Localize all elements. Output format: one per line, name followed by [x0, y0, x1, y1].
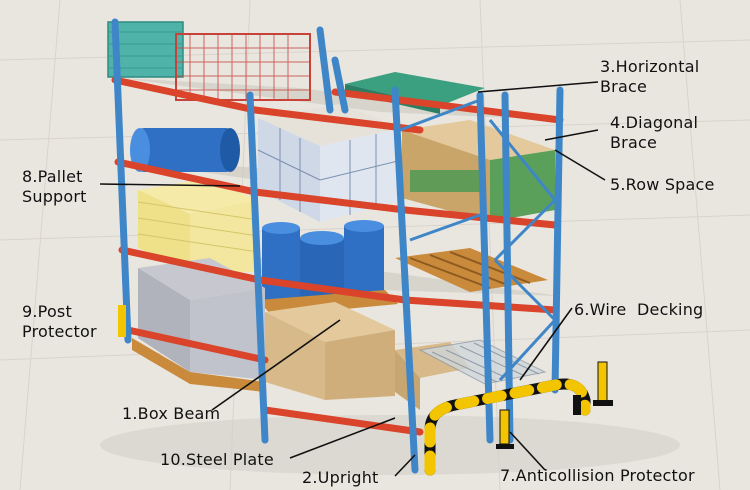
label-pallet-support-line2: Support	[22, 187, 87, 206]
label-diagonal-brace: 4.Diagonal Brace	[610, 113, 698, 153]
label-horizontal-brace-line2: Brace	[600, 77, 647, 96]
label-horizontal-brace: 3.Horizontal Brace	[600, 57, 699, 97]
label-diagonal-brace-line2: Brace	[610, 133, 657, 152]
label-horizontal-brace-line1: 3.Horizontal	[600, 57, 700, 76]
label-steel-plate: 10.Steel Plate	[160, 450, 274, 470]
label-upright: 2.Upright	[302, 468, 379, 488]
label-row-space: 5.Row Space	[610, 175, 715, 195]
label-anticollision-protector: 7.Anticollision Protector	[500, 466, 695, 486]
label-pallet-support: 8.Pallet Support	[22, 167, 87, 207]
uprights	[111, 18, 564, 474]
label-box-beam: 1.Box Beam	[122, 404, 220, 424]
label-box-beam-text: 1.Box Beam	[122, 404, 221, 423]
leader-lines	[99, 81, 606, 477]
label-row-space-text: 5.Row Space	[610, 175, 715, 194]
teal-cage	[107, 21, 184, 78]
label-wire-decking-text: 6.Wire Decking	[574, 300, 704, 319]
wire-cage	[175, 33, 311, 101]
drum-group	[258, 220, 398, 316]
label-post-protector-line2: Protector	[22, 322, 97, 341]
label-diagonal-brace-line1: 4.Diagonal	[610, 113, 699, 132]
braces	[399, 98, 557, 382]
label-steel-plate-text: 10.Steel Plate	[160, 450, 274, 469]
label-anticollision-text: 7.Anticollision Protector	[500, 466, 695, 485]
blue-drum	[130, 128, 240, 172]
label-pallet-support-line1: 8.Pallet	[22, 167, 83, 186]
carton-stack-top	[257, 104, 403, 222]
label-upright-text: 2.Upright	[302, 468, 379, 487]
box-beams	[111, 76, 564, 436]
anticollision-bar	[424, 378, 591, 476]
label-post-protector-line1: 9.Post	[22, 302, 72, 321]
label-post-protector: 9.Post Protector	[22, 302, 97, 342]
post-protectors	[118, 305, 613, 449]
carton-stack-bottom-mid	[265, 302, 470, 410]
label-wire-decking: 6.Wire Decking	[574, 300, 703, 320]
